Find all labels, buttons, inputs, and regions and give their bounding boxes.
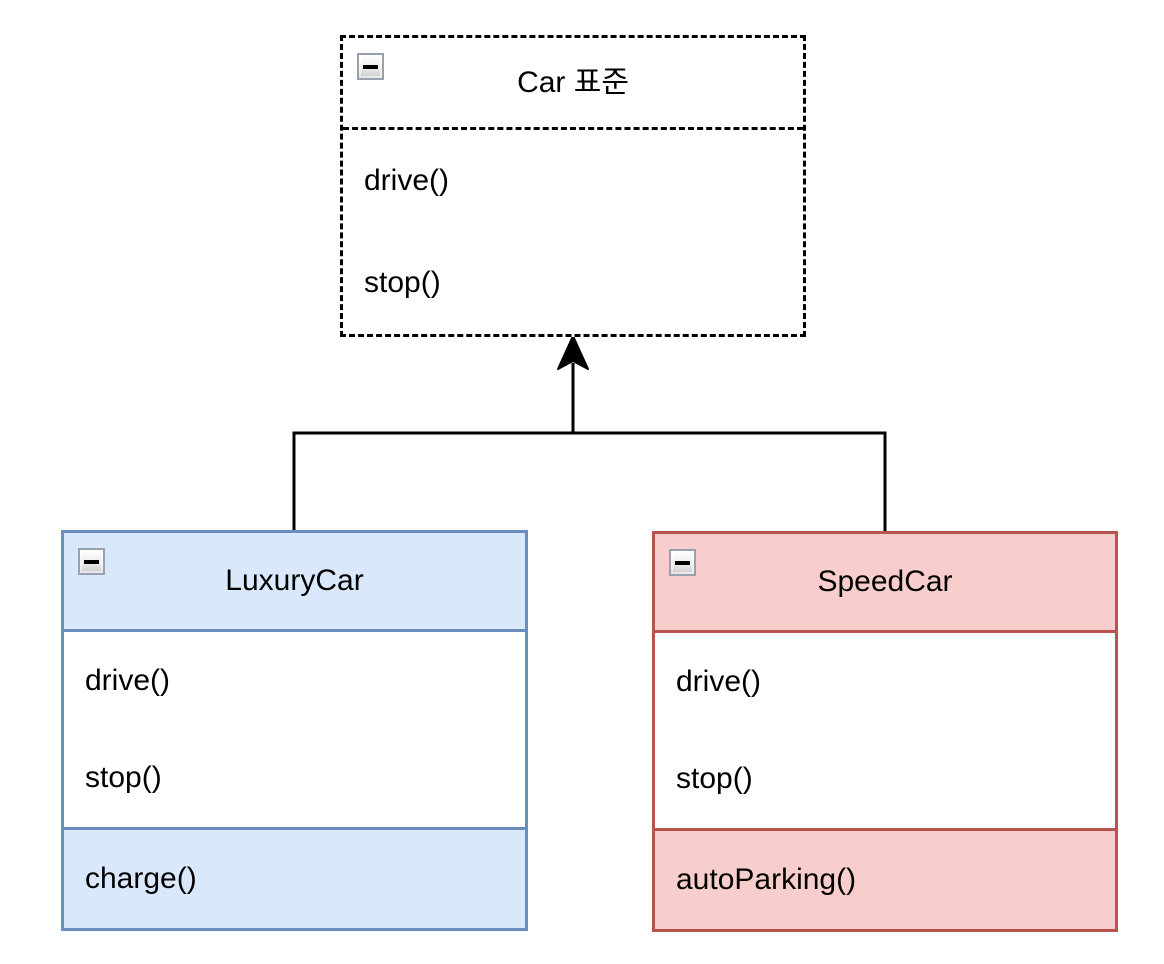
method-row[interactable]: drive() xyxy=(64,632,525,730)
class-title: SpeedCar xyxy=(817,565,953,598)
class-extra-section: charge() xyxy=(64,830,525,928)
minus-icon xyxy=(363,64,378,69)
class-header-luxurycar[interactable]: LuxuryCar xyxy=(64,533,525,632)
collapse-button[interactable] xyxy=(78,548,105,575)
class-title: LuxuryCar xyxy=(225,564,364,597)
method-row[interactable]: stop() xyxy=(655,731,1115,829)
class-box-speedcar[interactable]: SpeedCar drive() stop() autoParking() xyxy=(652,531,1118,932)
class-methods-section: drive() stop() xyxy=(64,632,525,830)
method-label: autoParking() xyxy=(676,863,857,896)
method-row[interactable]: stop() xyxy=(64,730,525,828)
method-label: drive() xyxy=(85,663,171,697)
collapse-button[interactable] xyxy=(669,549,696,576)
class-methods-section: drive() stop() xyxy=(655,633,1115,831)
method-label: charge() xyxy=(85,862,197,895)
class-box-luxurycar[interactable]: LuxuryCar drive() stop() charge() xyxy=(61,530,528,931)
class-title: Car 표준 xyxy=(517,65,629,99)
method-row[interactable]: autoParking() xyxy=(655,831,1115,929)
method-row[interactable]: stop() xyxy=(343,232,803,334)
class-header-car-standard[interactable]: Car 표준 xyxy=(343,38,803,130)
collapse-button[interactable] xyxy=(357,53,384,80)
connector-trunk-line[interactable] xyxy=(292,431,887,531)
method-label: stop() xyxy=(676,762,753,796)
class-header-speedcar[interactable]: SpeedCar xyxy=(655,534,1115,633)
method-row[interactable]: drive() xyxy=(655,633,1115,731)
method-row[interactable]: drive() xyxy=(343,130,803,232)
class-extra-section: autoParking() xyxy=(655,831,1115,929)
arrowhead-icon xyxy=(557,335,589,370)
minus-icon xyxy=(84,559,99,564)
method-label: drive() xyxy=(676,664,762,698)
method-label: stop() xyxy=(364,266,441,299)
class-methods-section: drive() stop() xyxy=(343,130,803,334)
method-label: stop() xyxy=(85,761,162,795)
method-row[interactable]: charge() xyxy=(64,830,525,928)
minus-icon xyxy=(675,560,690,565)
class-box-car-standard[interactable]: Car 표준 drive() stop() xyxy=(340,35,806,337)
method-label: drive() xyxy=(364,164,450,197)
